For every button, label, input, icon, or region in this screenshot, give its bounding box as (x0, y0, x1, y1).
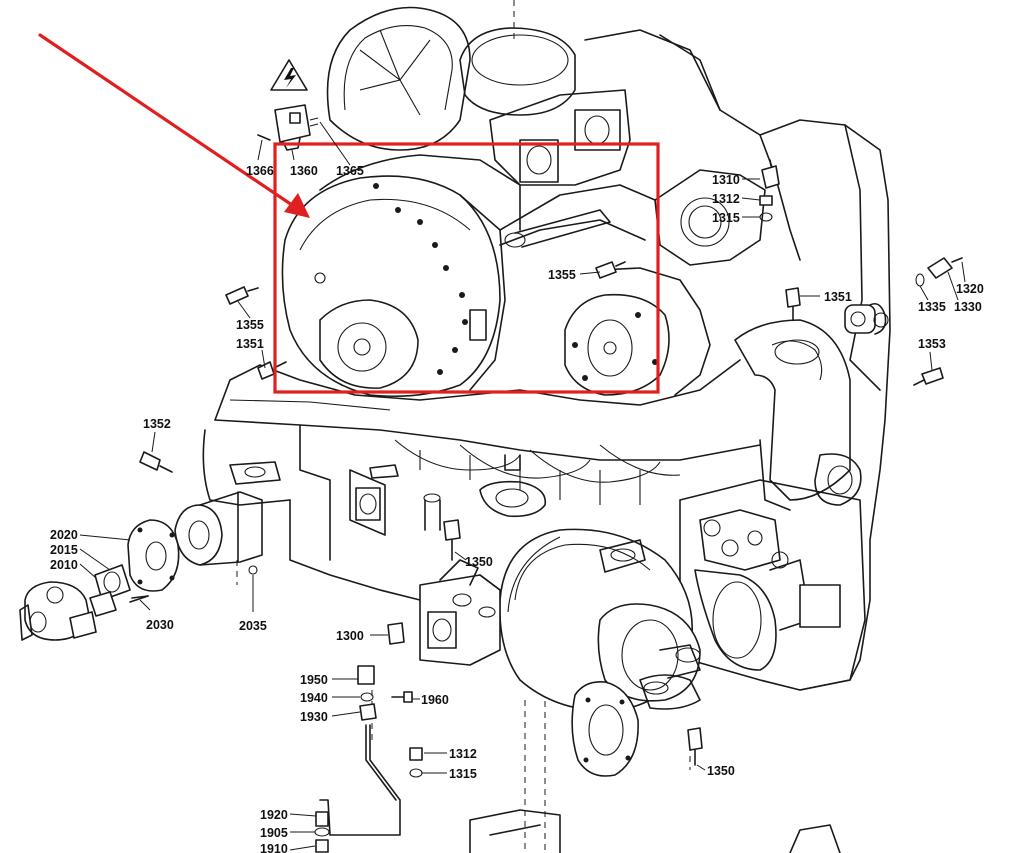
label-1910: 1910 (260, 842, 288, 853)
red-annotation (38, 33, 660, 394)
label-1312-bottom: 1312 (449, 747, 477, 761)
upper-housing (584, 29, 891, 691)
lightning-bolt-warning-icon (270, 59, 308, 91)
label-2010: 2010 (50, 558, 78, 572)
label-1351-left: 1351 (236, 337, 264, 351)
label-1930: 1930 (300, 710, 328, 724)
label-1350-lower: 1350 (707, 764, 735, 778)
label-1355-left: 1355 (236, 318, 264, 332)
label-1315-top: 1315 (712, 211, 740, 225)
manifold-block (419, 559, 501, 666)
label-1940: 1940 (300, 691, 328, 705)
label-1905: 1905 (260, 826, 288, 840)
label-2015: 2015 (50, 543, 78, 557)
red-arrow-head (284, 193, 310, 218)
label-1353: 1353 (918, 337, 946, 351)
label-1355-inner: 1355 (548, 268, 576, 282)
fan-cooler-assembly (326, 6, 631, 186)
label-1351-right: 1351 (824, 290, 852, 304)
red-arrow-shaft (38, 33, 294, 207)
part-callouts: 1366 1360 1365 1355 1351 1355 1310 1312 … (50, 121, 984, 853)
label-1330: 1330 (954, 300, 982, 314)
label-1350-center: 1350 (465, 555, 493, 569)
label-1320: 1320 (956, 282, 984, 296)
label-1335: 1335 (918, 300, 946, 314)
label-1312-top: 1312 (712, 192, 740, 206)
label-2030: 2030 (146, 618, 174, 632)
label-1950: 1950 (300, 673, 328, 687)
label-2035: 2035 (239, 619, 267, 633)
front-rotor-housing (499, 528, 701, 777)
label-1360: 1360 (290, 164, 318, 178)
sensors-and-fittings (129, 104, 963, 853)
discharge-elbow (734, 319, 862, 511)
label-1960: 1960 (421, 693, 449, 707)
label-2020: 2020 (50, 528, 78, 542)
label-1365: 1365 (336, 164, 364, 178)
lower-right-housing (679, 479, 866, 691)
label-1366: 1366 (246, 164, 274, 178)
label-1300: 1300 (336, 629, 364, 643)
auxiliary-motor (564, 267, 711, 396)
label-1920: 1920 (260, 808, 288, 822)
label-1310: 1310 (712, 173, 740, 187)
rotor-casing (202, 359, 761, 601)
label-1352: 1352 (143, 417, 171, 431)
label-1315-bottom: 1315 (449, 767, 477, 781)
motor-gear-housing (281, 154, 656, 398)
red-highlight-box (273, 142, 660, 394)
